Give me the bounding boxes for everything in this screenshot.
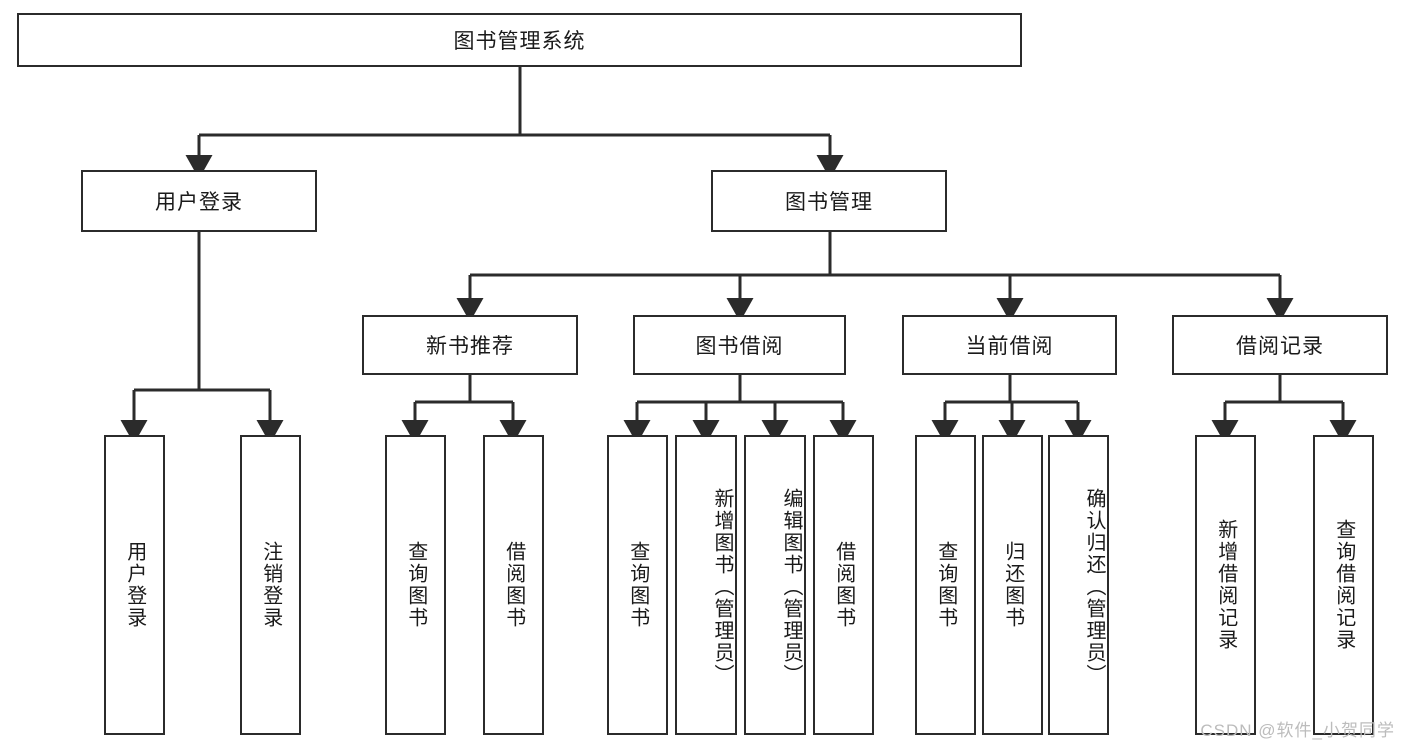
node-root-book-management-system[interactable]: 图书管理系统 (17, 13, 1022, 67)
node-book-management[interactable]: 图书管理 (711, 170, 947, 232)
node-user-login[interactable]: 用户登录 (81, 170, 317, 232)
leaf-user-login[interactable]: 用户登录 (104, 435, 165, 735)
leaf-borrow-books-new[interactable]: 借阅图书 (483, 435, 544, 735)
leaf-query-borrow-record[interactable]: 查询借阅记录 (1313, 435, 1374, 735)
leaf-label: 新增借阅记录 (1214, 519, 1237, 651)
leaf-label: 确认归还（管理员） (1083, 488, 1105, 686)
leaf-label: 查询借阅记录 (1332, 519, 1355, 651)
leaf-label: 借阅图书 (502, 541, 525, 629)
leaf-add-book-admin[interactable]: 新增图书（管理员） (675, 435, 737, 735)
leaf-label: 归还图书 (1001, 541, 1024, 629)
leaf-logout[interactable]: 注销登录 (240, 435, 301, 735)
leaf-label: 查询图书 (626, 541, 649, 629)
leaf-label: 新增图书（管理员） (711, 488, 733, 686)
leaf-label: 查询图书 (934, 541, 957, 629)
leaf-edit-book-admin[interactable]: 编辑图书（管理员） (744, 435, 806, 735)
leaf-query-books-new[interactable]: 查询图书 (385, 435, 446, 735)
leaf-label: 借阅图书 (832, 541, 855, 629)
leaf-return-books[interactable]: 归还图书 (982, 435, 1043, 735)
node-current-borrowing[interactable]: 当前借阅 (902, 315, 1117, 375)
leaf-confirm-return-admin[interactable]: 确认归还（管理员） (1048, 435, 1109, 735)
node-new-book-recommendation[interactable]: 新书推荐 (362, 315, 578, 375)
leaf-query-books-current[interactable]: 查询图书 (915, 435, 976, 735)
leaf-query-books-borrow[interactable]: 查询图书 (607, 435, 668, 735)
leaf-label: 查询图书 (404, 541, 427, 629)
leaf-label: 用户登录 (123, 541, 146, 629)
node-borrowing-records[interactable]: 借阅记录 (1172, 315, 1388, 375)
leaf-borrow-books[interactable]: 借阅图书 (813, 435, 874, 735)
leaf-label: 编辑图书（管理员） (780, 488, 802, 686)
watermark: CSDN @软件_小贺同学 (1200, 721, 1395, 740)
leaf-label: 注销登录 (259, 541, 282, 629)
leaf-add-borrow-record[interactable]: 新增借阅记录 (1195, 435, 1256, 735)
node-book-borrowing[interactable]: 图书借阅 (633, 315, 846, 375)
